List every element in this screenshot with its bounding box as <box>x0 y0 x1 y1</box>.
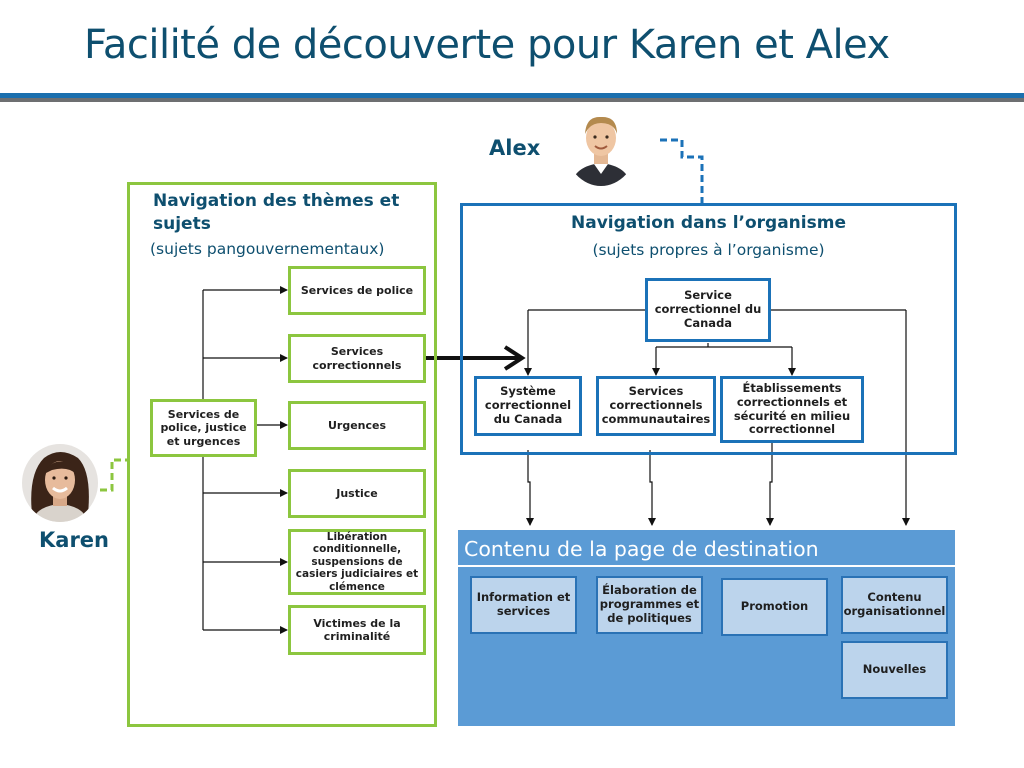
man-avatar-icon <box>566 108 636 186</box>
theme-item-police[interactable]: Services de police <box>288 266 426 315</box>
theme-item-victims[interactable]: Victimes de la criminalité <box>288 605 426 655</box>
org-nav-heading: Navigation dans l’organisme <box>571 213 846 233</box>
theme-item-correctional[interactable]: Services correctionnels <box>288 334 426 383</box>
theme-nav-heading: Navigation des thèmes et sujets <box>153 191 400 234</box>
karen-label: Karen <box>39 528 109 552</box>
organization-navigation-panel <box>460 203 957 455</box>
org-item-community-services[interactable]: Services correctionnels communautaires <box>596 376 716 436</box>
title-divider-gray <box>0 98 1024 102</box>
landing-item-news[interactable]: Nouvelles <box>841 641 948 699</box>
theme-item-emergencies[interactable]: Urgences <box>288 401 426 450</box>
alex-dashed-connector <box>660 138 704 205</box>
theme-nav-subheading: (sujets pangouvernementaux) <box>150 240 385 258</box>
landing-item-promotion[interactable]: Promotion <box>721 578 828 636</box>
landing-header-divider <box>458 565 955 567</box>
title-divider-blue <box>0 93 1024 98</box>
alex-label: Alex <box>489 136 541 160</box>
theme-root-box[interactable]: Services de police, justice et urgences <box>150 399 257 457</box>
landing-heading: Contenu de la page de destination <box>464 537 819 561</box>
karen-dashed-connector <box>100 458 128 492</box>
landing-item-information[interactable]: Information et services <box>470 576 577 634</box>
landing-item-organizational[interactable]: Contenu organisationnel <box>841 576 948 634</box>
org-item-institutions[interactable]: Établissements correctionnels et sécurit… <box>720 376 864 443</box>
woman-avatar-icon <box>22 444 98 522</box>
theme-navigation-panel <box>127 182 437 727</box>
page-title: Facilité de découverte pour Karen et Ale… <box>84 22 890 68</box>
theme-item-justice[interactable]: Justice <box>288 469 426 518</box>
landing-item-programs[interactable]: Élaboration de programmes et de politiqu… <box>596 576 703 634</box>
org-root-box[interactable]: Service correctionnel du Canada <box>645 278 771 342</box>
org-nav-subheading: (sujets propres à l’organisme) <box>592 241 825 259</box>
theme-item-parole[interactable]: Libération conditionnelle, suspensions d… <box>288 529 426 595</box>
org-item-correctional-system[interactable]: Système correctionnel du Canada <box>474 376 582 436</box>
